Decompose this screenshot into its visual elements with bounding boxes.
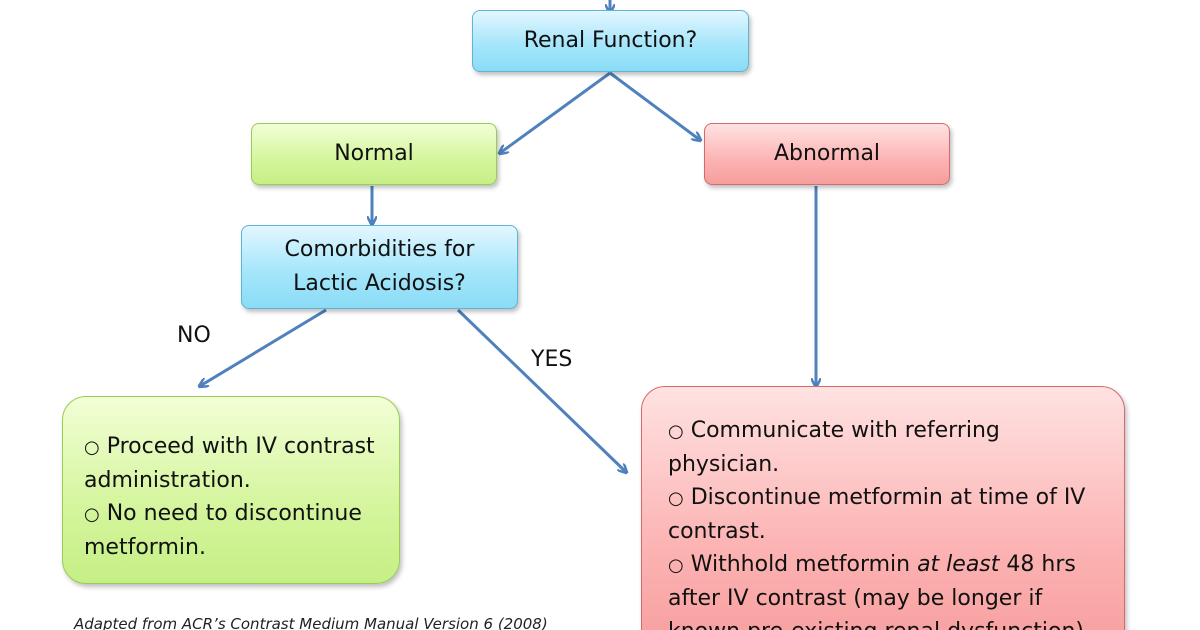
comorbidities-label: Comorbidities for Lactic Acidosis? xyxy=(284,237,475,296)
edge-label-no: NO xyxy=(177,323,211,348)
source-caption: Adapted from ACR’s Contrast Medium Manua… xyxy=(74,615,548,630)
arrow-renal-to-normal xyxy=(500,71,611,153)
outcome-yes-item-3: ○ Withhold metformin at least 48 hrs aft… xyxy=(668,552,1091,630)
edge-label-yes: YES xyxy=(531,347,573,372)
normal-label: Normal xyxy=(334,141,414,166)
renal-function-label: Renal Function? xyxy=(523,28,698,53)
comorbidities-node: Comorbidities for Lactic Acidosis? xyxy=(241,225,518,309)
abnormal-label: Abnormal xyxy=(773,141,881,166)
renal-function-node: Renal Function? xyxy=(472,10,749,72)
outcome-no-box: ○ Proceed with IV contrast administratio… xyxy=(62,396,400,584)
arrow-comorbidities-yes xyxy=(456,308,626,472)
outcome-yes-box: ○ Communicate with referring physician. … xyxy=(641,386,1125,630)
outcome-no-item-2: ○ No need to discontinue metformin. xyxy=(84,501,362,560)
normal-node: Normal xyxy=(251,123,497,185)
arrow-comorbidities-no xyxy=(200,308,327,386)
arrow-renal-to-abnormal xyxy=(609,71,700,140)
outcome-no-item-1: ○ Proceed with IV contrast administratio… xyxy=(84,434,375,493)
outcome-yes-item-1: ○ Communicate with referring physician. xyxy=(668,418,1000,477)
outcome-yes-item-2: ○ Discontinue metformin at time of IV co… xyxy=(668,485,1086,544)
abnormal-node: Abnormal xyxy=(704,123,950,185)
